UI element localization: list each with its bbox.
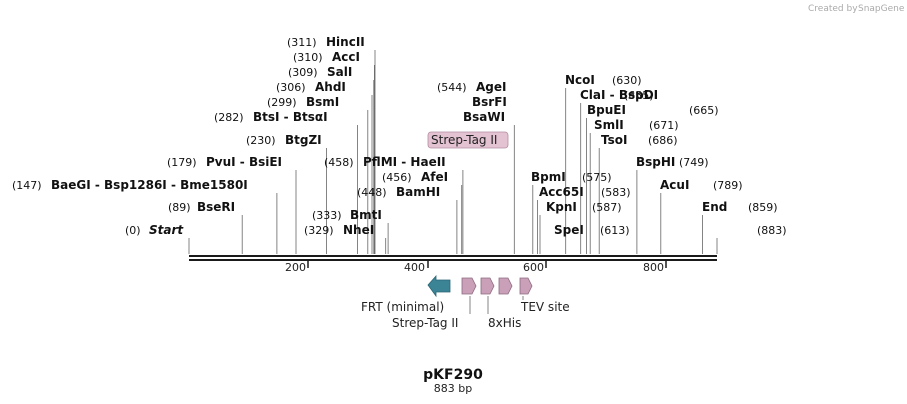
site-acui: End	[702, 200, 727, 214]
feature-strep-tag-arrow-2	[498, 277, 513, 295]
feature-label-strep-tag: Strep-Tag II	[392, 316, 458, 330]
site-pos-end: (883)	[757, 224, 787, 237]
site-btsi: BtsI - BtsαI	[253, 110, 328, 124]
site-bglii: NcoI	[565, 73, 595, 87]
site-pos-tsoi: (749)	[679, 156, 709, 169]
site-pos-acui: (859)	[748, 201, 778, 214]
site-pos-acc65i: (583)	[601, 186, 631, 199]
site-pos-bamhi: (448)	[357, 186, 387, 199]
site-pos-pvui: (179)	[167, 156, 197, 169]
feature-frt-arrow	[427, 274, 451, 298]
site-acc65i: Acc65I	[539, 185, 584, 199]
snapgene-brand: SnapGene	[858, 4, 905, 14]
site-bsphi: AcuI	[660, 178, 689, 192]
site-pos-btsi: (282)	[214, 111, 244, 124]
site-spei: SpeI	[554, 223, 584, 237]
site-smli: TsoI	[601, 133, 627, 147]
site-pos-bpuei: (671)	[649, 119, 679, 132]
site-bseri: BseRI	[197, 200, 235, 214]
site-clai: BpuEI	[587, 103, 626, 117]
site-ncoi: ClaI - BspDI	[580, 88, 658, 102]
site-pos-pflmi: (458)	[324, 156, 354, 169]
site-bsawi: BsaWI	[463, 110, 505, 124]
plasmid-size: 883 bp	[434, 382, 472, 395]
site-pflmi: PflMI - HaeII	[363, 155, 446, 169]
tick-label-600: 600	[523, 261, 544, 274]
site-bpuei: SmlI	[594, 118, 624, 132]
site-pos-btgzi: (230)	[246, 134, 276, 147]
strep-tag-callout-box	[427, 131, 509, 149]
site-lines	[188, 50, 718, 254]
site-agei: AgeI	[476, 80, 506, 94]
site-pos-bseri: (89)	[168, 201, 191, 214]
backbone	[189, 255, 717, 261]
credit-text: Created by	[808, 4, 858, 14]
site-pos-smli: (686)	[648, 134, 678, 147]
site-pos-nhei: (329)	[304, 224, 334, 237]
tick-label-400: 400	[404, 261, 425, 274]
bp-axis: 200 400 600 800	[285, 261, 667, 274]
site-pos-agei: (544)	[437, 81, 467, 94]
site-ahdi: AhdI	[315, 80, 346, 94]
feature-label-frt: FRT (minimal)	[361, 300, 444, 314]
features: FRT (minimal) Strep-Tag II 8xHis TEV sit…	[361, 274, 570, 330]
site-pos-bpmi: (575)	[582, 171, 612, 184]
site-pos-start: (0)	[125, 224, 141, 237]
site-bmti: BmtI	[350, 208, 382, 222]
site-kpni: KpnI	[546, 200, 577, 214]
site-bsrfi: BsrFI	[472, 95, 507, 109]
site-tsoi: BspHI	[636, 155, 675, 169]
site-hincii: HincII	[326, 35, 365, 49]
site-pos-bsmi: (299)	[267, 96, 297, 109]
site-start: Start	[149, 223, 184, 237]
feature-tev-arrow	[519, 277, 533, 295]
feature-strep-tag-arrow-1	[461, 277, 477, 295]
site-bamhi: BamHI	[396, 185, 440, 199]
site-pos-bglii: (630)	[612, 74, 642, 87]
site-pos-afei: (456)	[382, 171, 412, 184]
site-acci: AccI	[332, 50, 360, 64]
site-pos-bsphi: (789)	[713, 179, 743, 192]
site-baegi: BaeGI - Bsp1286I - Bme1580I	[51, 178, 248, 192]
site-pos-bmti: (333)	[312, 209, 342, 222]
site-sali: SalI	[327, 65, 352, 79]
site-pos-baegi: (147)	[12, 179, 42, 192]
strep-tag-callout-label: Strep-Tag II	[431, 133, 497, 147]
site-pos-ncoi: (655)	[624, 89, 654, 102]
site-bsmi: BsmI	[306, 95, 339, 109]
feature-label-8xhis: 8xHis	[488, 316, 521, 330]
site-pos-acci: (310)	[293, 51, 323, 64]
site-pos-kpni: (587)	[592, 201, 622, 214]
tick-label-800: 800	[643, 261, 664, 274]
feature-label-tev: TEV site	[520, 300, 570, 314]
tick-label-200: 200	[285, 261, 306, 274]
site-bpmi: BpmI	[531, 170, 566, 184]
site-pos-ahdi: (306)	[276, 81, 306, 94]
site-afei: AfeI	[421, 170, 448, 184]
site-nhei: NheI	[343, 223, 374, 237]
site-pos-clai: (665)	[689, 104, 719, 117]
site-pos-hincii: (311)	[287, 36, 317, 49]
site-btgzi: BtgZI	[285, 133, 322, 147]
site-pos-spei: (613)	[600, 224, 630, 237]
site-labels: (311) HincII (310) AccI (309) SalI (306)…	[12, 35, 787, 237]
site-pvui: PvuI - BsiEI	[206, 155, 282, 169]
feature-8xhis-arrow	[480, 277, 495, 295]
site-pos-sali: (309)	[288, 66, 318, 79]
plasmid-name: pKF290	[423, 367, 483, 383]
